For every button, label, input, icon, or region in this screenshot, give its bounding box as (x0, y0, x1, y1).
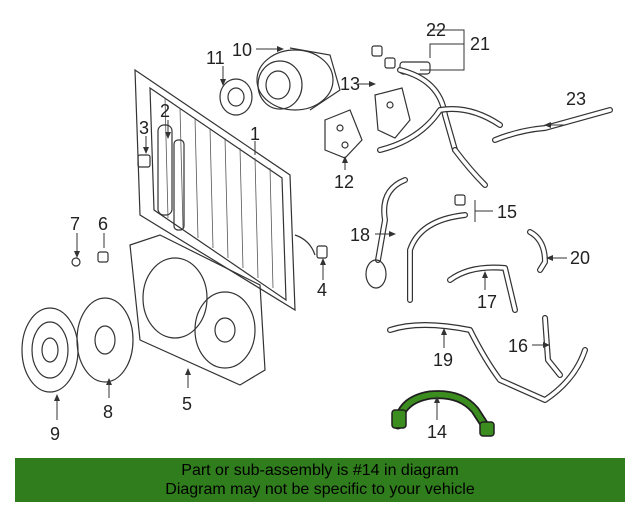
parts-diagram: 1 2 3 4 5 6 7 8 9 10 11 12 13 14 15 16 1… (21, 20, 613, 444)
banner-line-part: Part or sub-assembly is #14 in diagram (181, 462, 459, 479)
label-part-4: 4 (317, 280, 327, 300)
label-part-19: 19 (433, 350, 453, 370)
bracket-12 (324, 109, 363, 159)
label-part-6: 6 (98, 214, 108, 234)
label-part-3: 3 (139, 118, 149, 138)
bracket-13 (374, 87, 411, 139)
label-part-17: 17 (477, 292, 497, 312)
label-part-2: 2 (160, 101, 170, 121)
label-part-22: 22 (426, 20, 446, 40)
label-part-13: 13 (340, 74, 360, 94)
line-14-highlighted (391, 390, 495, 437)
label-part-8: 8 (103, 402, 113, 422)
label-part-10: 10 (232, 40, 252, 60)
part-number-labels: 1 2 3 4 5 6 7 8 9 10 11 12 13 14 15 16 1… (50, 20, 590, 444)
label-part-23: 23 (566, 89, 586, 109)
banner-line-disclaimer: Diagram may not be specific to your vehi… (165, 481, 475, 498)
fan-motor (21, 307, 79, 393)
line-16 (542, 315, 563, 378)
label-part-16: 16 (508, 336, 528, 356)
bolt-7 (71, 257, 81, 267)
label-part-5: 5 (182, 394, 192, 414)
line-20 (527, 229, 548, 273)
label-part-12: 12 (334, 172, 354, 192)
label-part-18: 18 (350, 225, 370, 245)
line-18 (365, 177, 408, 289)
label-part-20: 20 (570, 248, 590, 268)
receiver-dryer (137, 124, 173, 216)
label-part-7: 7 (70, 214, 80, 234)
label-part-14: 14 (427, 422, 447, 442)
label-part-1: 1 (250, 124, 260, 144)
leader-arrows (54, 46, 553, 403)
line-15 (407, 194, 468, 303)
line-17 (447, 264, 518, 313)
line-23 (492, 107, 613, 143)
line-19 (387, 322, 588, 403)
label-part-15: 15 (497, 202, 517, 222)
clip-6 (97, 251, 109, 263)
compressor (219, 47, 341, 116)
ac-lines-upper (377, 67, 503, 188)
fan-blade (76, 297, 134, 383)
sensor-4 (316, 245, 328, 259)
label-part-9: 9 (50, 424, 60, 444)
fan-shroud (129, 234, 266, 386)
part-notice-banner: Part or sub-assembly is #14 in diagram D… (15, 458, 625, 502)
label-part-11: 11 (206, 48, 225, 68)
label-part-21: 21 (470, 34, 490, 54)
